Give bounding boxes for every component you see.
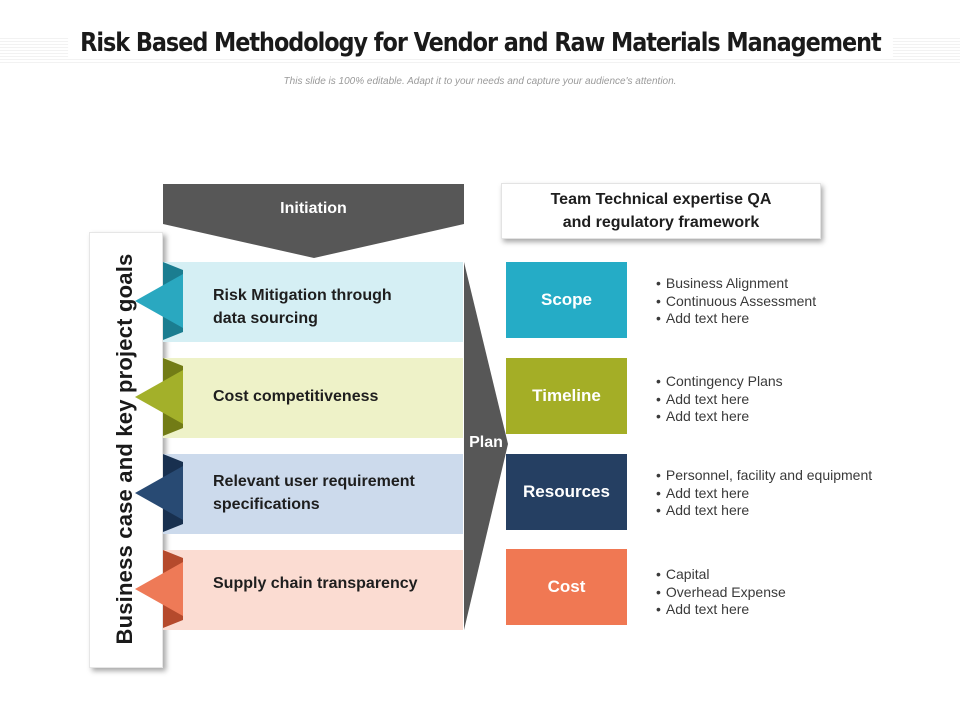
team-expertise-line2: and regulatory framework [562, 214, 760, 231]
resources-bullets: Personnel, facility and equipment Add te… [656, 467, 872, 520]
bullet-item: Personnel, facility and equipment [656, 467, 872, 485]
row-label-2: Cost competitiveness [213, 385, 453, 408]
bullet-item: Add text here [656, 502, 872, 520]
row-marker-4 [135, 550, 183, 628]
plan-label: Plan [469, 434, 503, 451]
row-label-1: Risk Mitigation through data sourcing [213, 284, 453, 330]
team-expertise-text: Team Technical expertise QA and regulato… [501, 188, 821, 234]
cost-bullets: Capital Overhead Expense Add text here [656, 566, 786, 619]
scope-bullets: Business Alignment Continuous Assessment… [656, 275, 816, 328]
initiation-label: Initiation [280, 200, 347, 217]
page-title: Risk Based Methodology for Vendor and Ra… [67, 28, 893, 58]
row-label-3-line1: Relevant user requirement [213, 473, 415, 490]
plan-arrow [464, 262, 508, 630]
row-marker-2 [135, 358, 183, 436]
row-label-4-line1: Supply chain transparency [213, 575, 418, 592]
row-label-4: Supply chain transparency [213, 572, 453, 595]
row-bg-3 [163, 454, 463, 534]
row-label-3-line2: specifications [213, 496, 320, 513]
row-label-1-line1: Risk Mitigation through [213, 287, 392, 304]
category-timeline: Timeline [506, 358, 627, 434]
bullet-item: Add text here [656, 485, 872, 503]
row-label-3: Relevant user requirement specifications [213, 470, 453, 516]
category-resources: Resources [506, 454, 627, 530]
team-expertise-line1: Team Technical expertise QA [550, 191, 772, 208]
page-subtitle: This slide is 100% editable. Adapt it to… [283, 76, 677, 87]
row-bg-2 [163, 358, 463, 438]
row-marker-1 [135, 262, 183, 340]
bullet-item: Continuous Assessment [656, 293, 816, 311]
row-bg-4 [163, 550, 463, 630]
timeline-bullets: Contingency Plans Add text here Add text… [656, 373, 783, 426]
bullet-item: Add text here [656, 408, 783, 426]
category-scope: Scope [506, 262, 627, 338]
category-cost: Cost [506, 549, 627, 625]
row-label-1-line2: data sourcing [213, 310, 318, 327]
team-expertise-box [501, 183, 821, 239]
row-marker-3 [135, 454, 183, 532]
bullet-item: Contingency Plans [656, 373, 783, 391]
page-title-wrap: Risk Based Methodology for Vendor and Ra… [0, 28, 960, 58]
initiation-arrow [163, 184, 464, 258]
bullet-item: Business Alignment [656, 275, 816, 293]
bullet-item: Overhead Expense [656, 584, 786, 602]
bullet-item: Capital [656, 566, 786, 584]
row-bg-1 [163, 262, 463, 342]
row-label-2-line1: Cost competitiveness [213, 388, 379, 405]
bullet-item: Add text here [656, 391, 783, 409]
bullet-item: Add text here [656, 310, 816, 328]
bullet-item: Add text here [656, 601, 786, 619]
